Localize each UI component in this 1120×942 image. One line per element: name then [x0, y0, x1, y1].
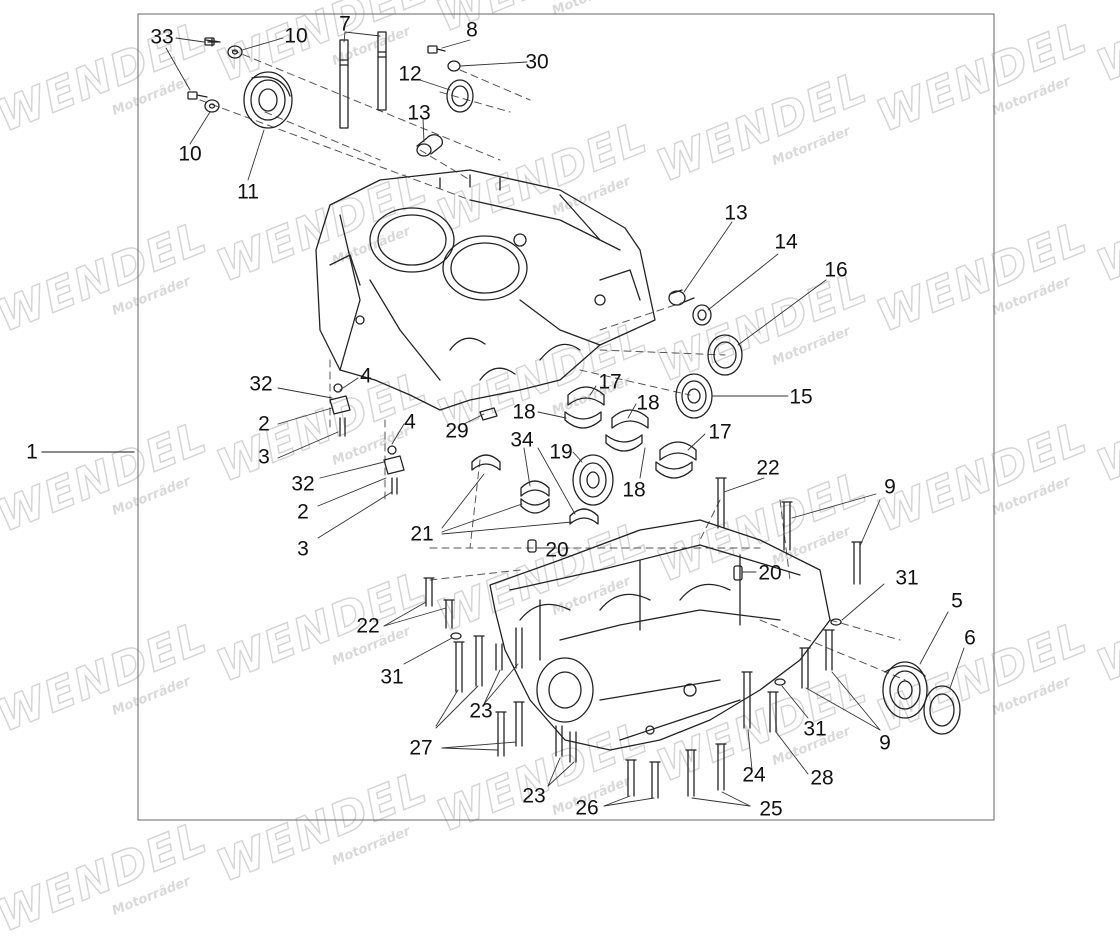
callout-34: 34 [510, 428, 534, 452]
bearing-15 [675, 373, 713, 419]
callout-18-bottom: 18 [622, 478, 646, 502]
diagram-frame [137, 13, 995, 821]
callout-31-bottom: 31 [803, 717, 827, 741]
studs-7 [339, 31, 387, 129]
seal-6 [923, 685, 961, 735]
bush-13-right [668, 289, 695, 306]
callout-26: 26 [575, 796, 599, 820]
callout-18-mid: 18 [636, 391, 660, 415]
bolt-33b [187, 91, 208, 100]
bearing-shell-18a [564, 411, 602, 429]
callout-13-top: 13 [407, 101, 431, 125]
callout-31-left: 31 [380, 665, 404, 689]
callout-3-top: 3 [258, 445, 270, 469]
bush-13-top [416, 134, 444, 157]
callout-9-top: 9 [884, 475, 896, 499]
bolts-set [423, 477, 863, 799]
dowel-20b [733, 565, 743, 581]
callout-6: 6 [964, 626, 976, 650]
callout-3-bottom: 3 [297, 537, 309, 561]
bolt-29 [479, 407, 498, 421]
callout-19: 19 [549, 440, 573, 464]
callout-28: 28 [810, 766, 834, 790]
callout-4-bottom: 4 [404, 410, 416, 434]
lower-crankcase [489, 519, 831, 751]
callout-31-right: 31 [895, 566, 919, 590]
diagram-drawing [41, 13, 995, 821]
washers-31 [450, 618, 842, 686]
callout-29: 29 [445, 419, 469, 443]
bolt-8 [427, 45, 446, 54]
washer-10b [204, 99, 220, 113]
callout-16: 16 [824, 258, 848, 282]
bearing-shell-17b [659, 441, 697, 461]
callout-7: 7 [339, 12, 351, 36]
conrod-shell-21b [520, 498, 550, 514]
callout-20-left: 20 [545, 538, 569, 562]
watermark-sub: Motorräder [110, 873, 193, 919]
washer-30 [447, 60, 461, 72]
callout-10-bottom: 10 [178, 142, 202, 166]
callout-1: 1 [26, 440, 38, 464]
washer-10b-hole [208, 103, 216, 109]
callout-22-top: 22 [756, 456, 780, 480]
callout-20-right: 20 [758, 561, 782, 585]
dowel-20a [527, 539, 537, 553]
callout-2-bottom: 2 [297, 500, 309, 524]
callout-32-top: 32 [249, 372, 273, 396]
callout-2-top: 2 [258, 412, 270, 436]
callout-12: 12 [398, 62, 422, 86]
bolt-33 [204, 37, 221, 47]
callout-5: 5 [951, 589, 963, 613]
conrod-shell-21a [471, 454, 501, 471]
oil-jet-left-bottom [383, 445, 405, 495]
seal-12 [446, 79, 474, 113]
bearing-shell-18c [605, 434, 643, 452]
bearing-5 [882, 661, 928, 719]
callout-10-top: 10 [284, 24, 308, 48]
oil-jet-left-top [329, 383, 351, 437]
callout-4-top: 4 [360, 364, 372, 388]
callout-27: 27 [409, 736, 433, 760]
bearing-19 [572, 454, 614, 506]
callout-23-top: 23 [469, 699, 493, 723]
callout-22-left: 22 [356, 614, 380, 638]
callout-32-bottom: 32 [291, 472, 315, 496]
callout-17-top: 17 [598, 370, 622, 394]
callout-13-right: 13 [724, 201, 748, 225]
upper-crankcase [315, 169, 656, 411]
callout-21: 21 [410, 522, 434, 546]
callout-25: 25 [759, 797, 783, 821]
callout-8: 8 [466, 18, 478, 42]
callout-15: 15 [789, 385, 813, 409]
seal-14 [692, 304, 712, 326]
callout-14: 14 [774, 230, 798, 254]
conrod-shell-34a [520, 480, 550, 497]
callout-18-left: 18 [512, 400, 536, 424]
bearing-shell-17a [567, 386, 605, 406]
conrod-shell-21c [569, 508, 599, 525]
seal-16 [707, 334, 743, 376]
callout-9-bottom: 9 [879, 731, 891, 755]
washer-10a-hole [231, 49, 239, 55]
callout-17-right: 17 [708, 420, 732, 444]
callout-24: 24 [742, 763, 766, 787]
assembly-dash-lines [199, 49, 906, 681]
callout-23-bottom: 23 [522, 784, 546, 808]
callout-30: 30 [525, 50, 549, 74]
callout-11: 11 [237, 180, 259, 204]
bearing-11 [243, 71, 293, 129]
leader-lines [165, 31, 965, 807]
washer-10a [227, 45, 243, 59]
callout-33: 33 [150, 25, 174, 49]
bearing-shell-18b [611, 409, 649, 429]
bearing-shell-18d [655, 461, 693, 479]
